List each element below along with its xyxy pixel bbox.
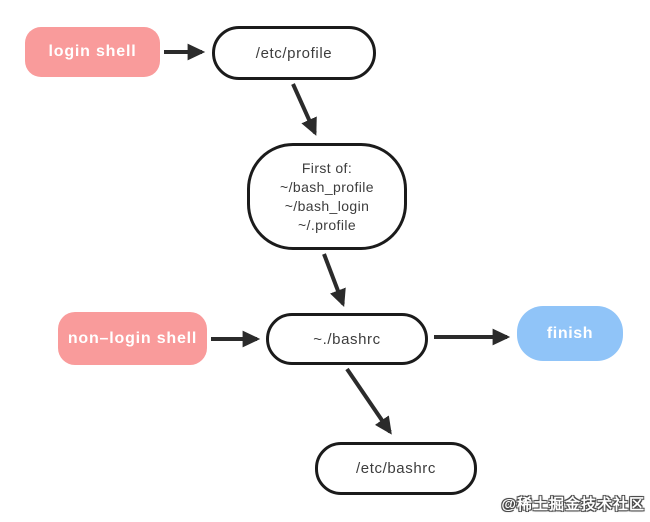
node-bashrc-label: ~./bashrc [313, 330, 381, 348]
node-finish-label: finish [546, 324, 594, 342]
node-non-login-shell-label: non–login shell [67, 329, 198, 347]
node-first-of-line-2: ~/bash_profile [280, 178, 374, 195]
node-first-of-line-1: First of: [301, 159, 353, 176]
arrow-first-of-to-bashrc [322, 253, 346, 307]
node-first-of-line-3: ~/bash_login [284, 197, 370, 214]
node-etc-profile: /etc/profile [212, 26, 376, 80]
watermark: @稀土掘金技术社区 [501, 496, 645, 513]
node-first-of-line-4: ~/.profile [297, 216, 357, 233]
node-etc-bashrc: /etc/bashrc [315, 442, 477, 495]
arrow-bashrc-to-etc-bashrc [345, 367, 392, 435]
node-etc-bashrc-label: /etc/bashrc [356, 460, 436, 477]
node-etc-profile-label: /etc/profile [255, 44, 333, 62]
node-login-shell: login shell [25, 27, 160, 77]
node-finish: finish [517, 306, 623, 361]
node-non-login-shell: non–login shell [58, 312, 207, 365]
node-login-shell-label: login shell [48, 43, 137, 60]
node-bashrc: ~./bashrc [266, 313, 428, 365]
arrow-etc-profile-to-first-of [291, 83, 317, 136]
node-first-of: First of: ~/bash_profile ~/bash_login ~/… [247, 143, 407, 250]
